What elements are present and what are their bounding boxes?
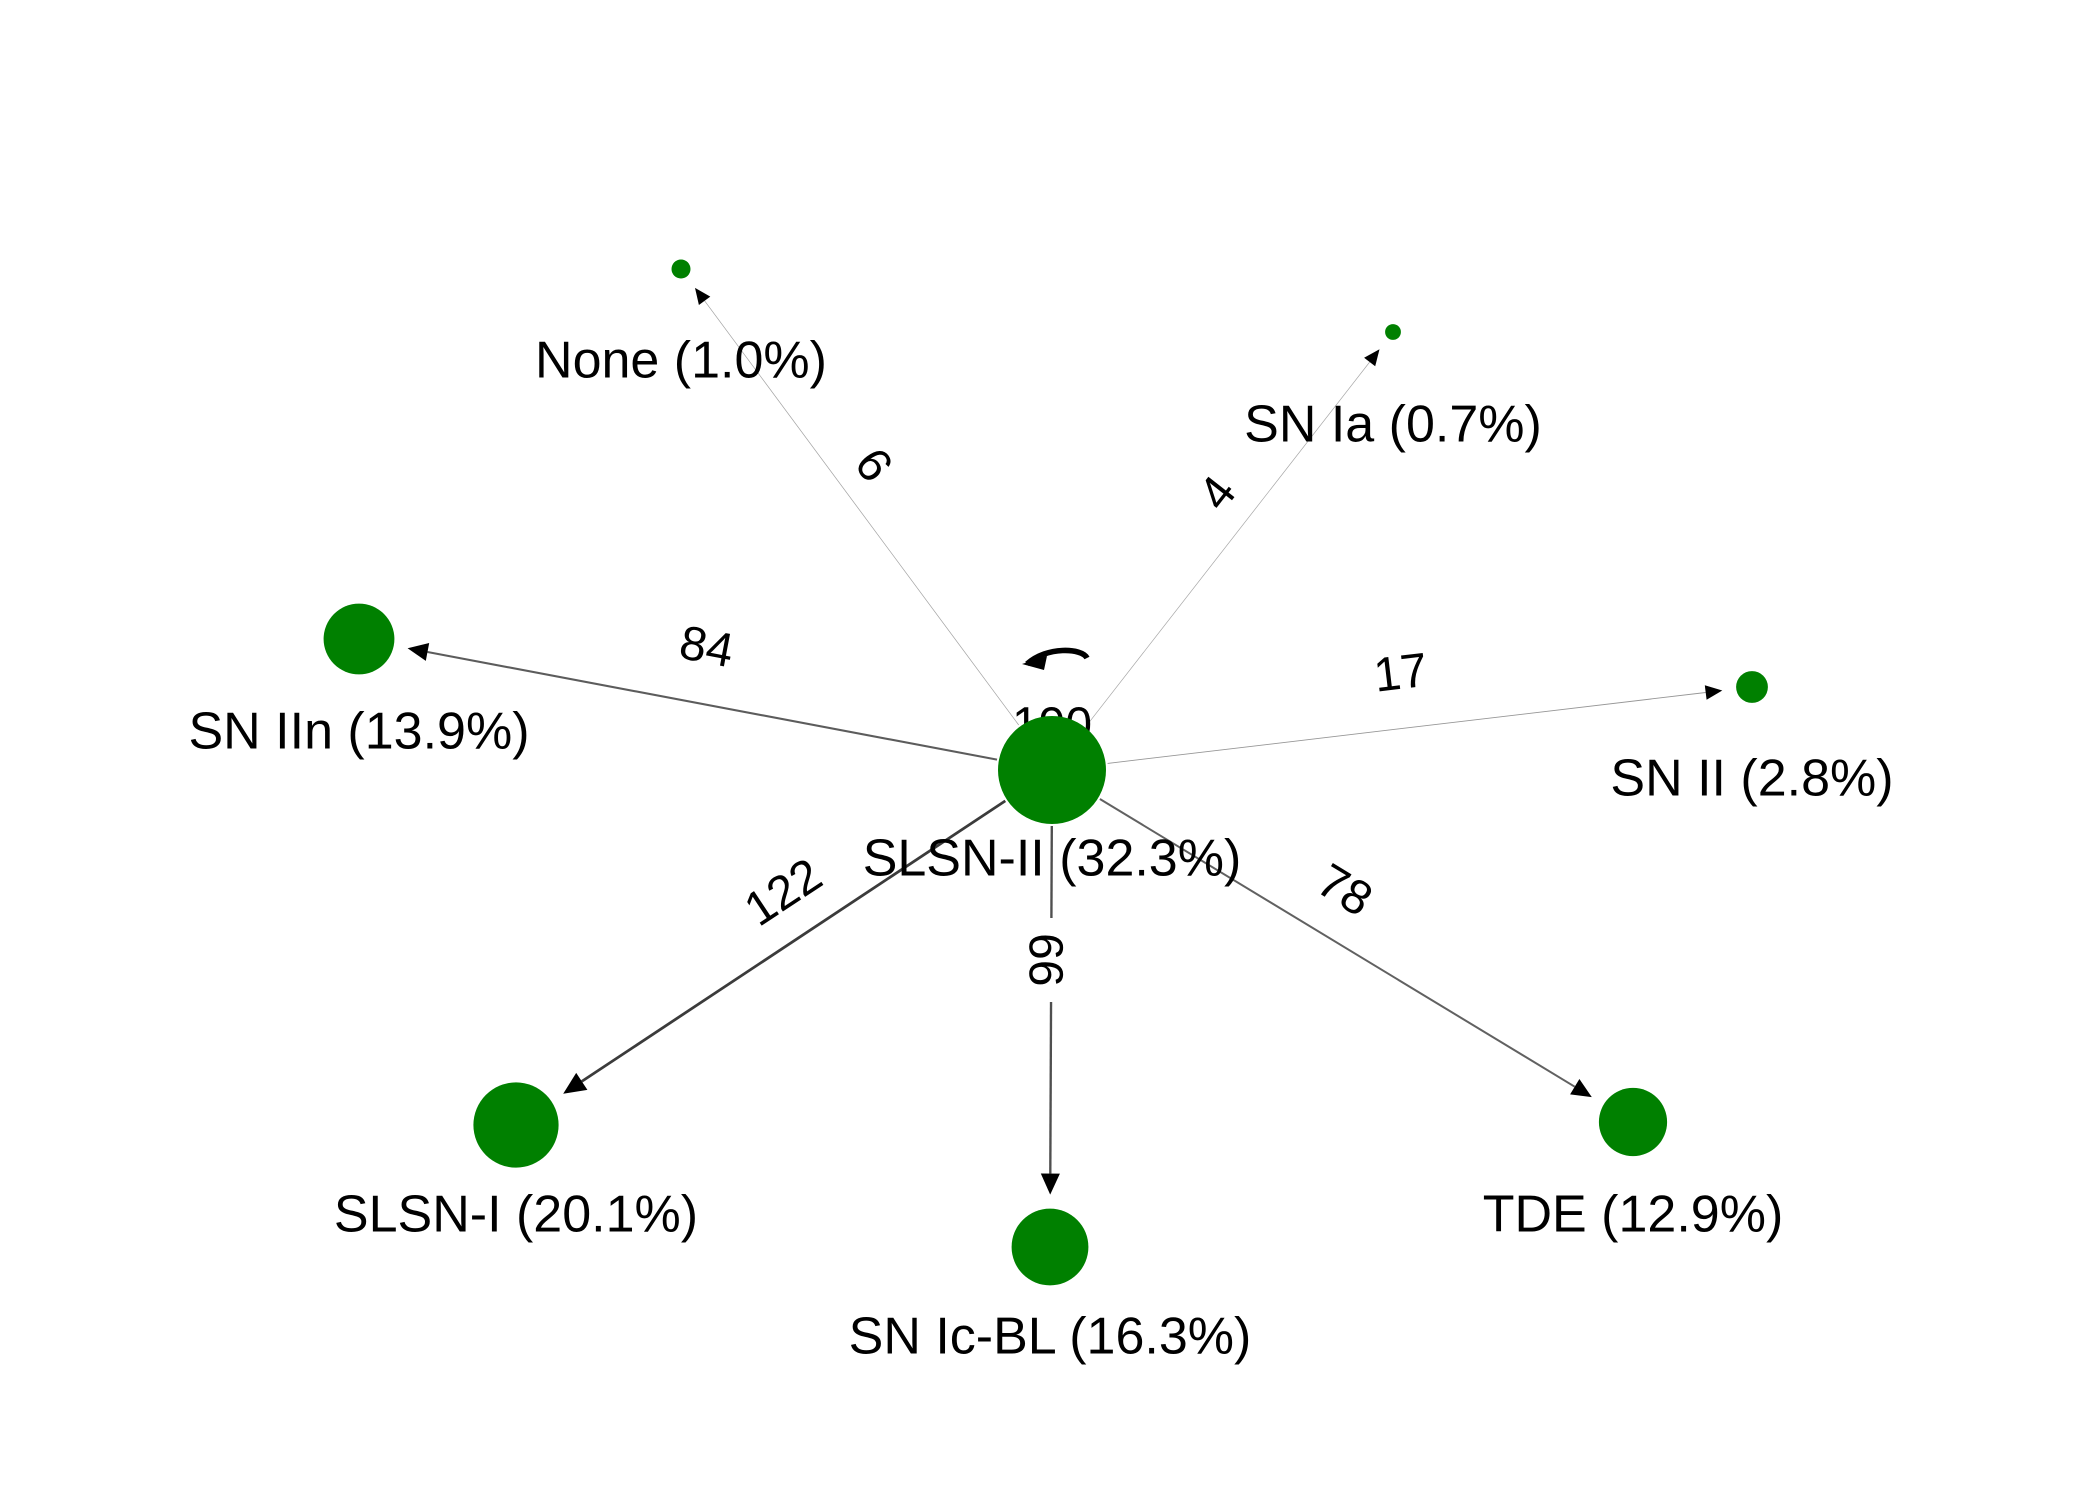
self-loop-edge	[1025, 647, 1090, 667]
edge-label-background	[1179, 455, 1261, 535]
edge-label-group-sn-ic-bl: 99	[1019, 917, 1081, 1003]
edge-sn-ii	[1107, 692, 1706, 764]
node-label-sn-ii: SN II (2.8%)	[1610, 750, 1893, 808]
edge-label-group-sn-ia: 4	[1179, 455, 1261, 535]
edge-label-group-sn-ii: 17	[1355, 641, 1447, 711]
edge-label-sn-iin: 84	[675, 616, 737, 678]
edge-label-group-sn-iin: 84	[659, 612, 753, 688]
node-label-none: None (1.0%)	[535, 332, 827, 390]
node-label-sn-iin: SN IIn (13.9%)	[188, 703, 529, 761]
self-loop-arrowhead	[1022, 656, 1047, 671]
edge-label-sn-ic-bl: 99	[1021, 933, 1074, 987]
edge-slsn-i	[581, 799, 1007, 1083]
node-label-sn-ia: SN Ia (0.7%)	[1244, 396, 1542, 454]
node-sn-ii[interactable]	[1736, 671, 1768, 703]
edge-sn-iin	[427, 650, 998, 761]
node-label-slsn-ii: SLSN-II (32.3%)	[863, 830, 1242, 888]
arrowhead-sn-ii	[1704, 685, 1723, 700]
arrowhead-none	[695, 287, 711, 305]
node-sn-iin[interactable]	[323, 603, 395, 675]
edge-label-background	[720, 838, 850, 952]
arrowhead-sn-ia	[1364, 349, 1380, 367]
node-sn-ia[interactable]	[1385, 324, 1401, 340]
edge-label-background	[1291, 845, 1395, 941]
edge-sn-ia	[1086, 361, 1370, 727]
edge-none	[704, 300, 1019, 726]
node-none[interactable]	[671, 259, 691, 279]
edge-label-background	[830, 427, 912, 507]
edge-tde	[1099, 798, 1576, 1088]
edge-label-background	[1355, 641, 1447, 711]
arrowhead-slsn-i	[563, 1072, 588, 1094]
node-sn-ic-bl[interactable]	[1011, 1208, 1089, 1286]
node-label-sn-ic-bl: SN Ic-BL (16.3%)	[849, 1308, 1252, 1366]
node-label-slsn-i: SLSN-I (20.1%)	[334, 1186, 698, 1244]
arrowhead-sn-ic-bl	[1040, 1173, 1060, 1195]
node-slsn-ii[interactable]	[998, 716, 1106, 824]
edge-label-group-slsn-i: 122	[720, 838, 850, 952]
node-label-tde: TDE (12.9%)	[1483, 1186, 1784, 1244]
edge-label-sn-ii: 17	[1371, 644, 1430, 703]
arrowhead-tde	[1570, 1079, 1592, 1098]
edge-label-background	[659, 612, 753, 688]
edge-label-group-tde: 78	[1291, 845, 1395, 941]
edge-label-group-none: 6	[830, 427, 912, 507]
edge-label-background	[1019, 917, 1081, 1003]
node-slsn-i[interactable]	[473, 1082, 559, 1168]
node-tde[interactable]	[1598, 1087, 1668, 1157]
arrowhead-sn-iin	[407, 643, 430, 661]
